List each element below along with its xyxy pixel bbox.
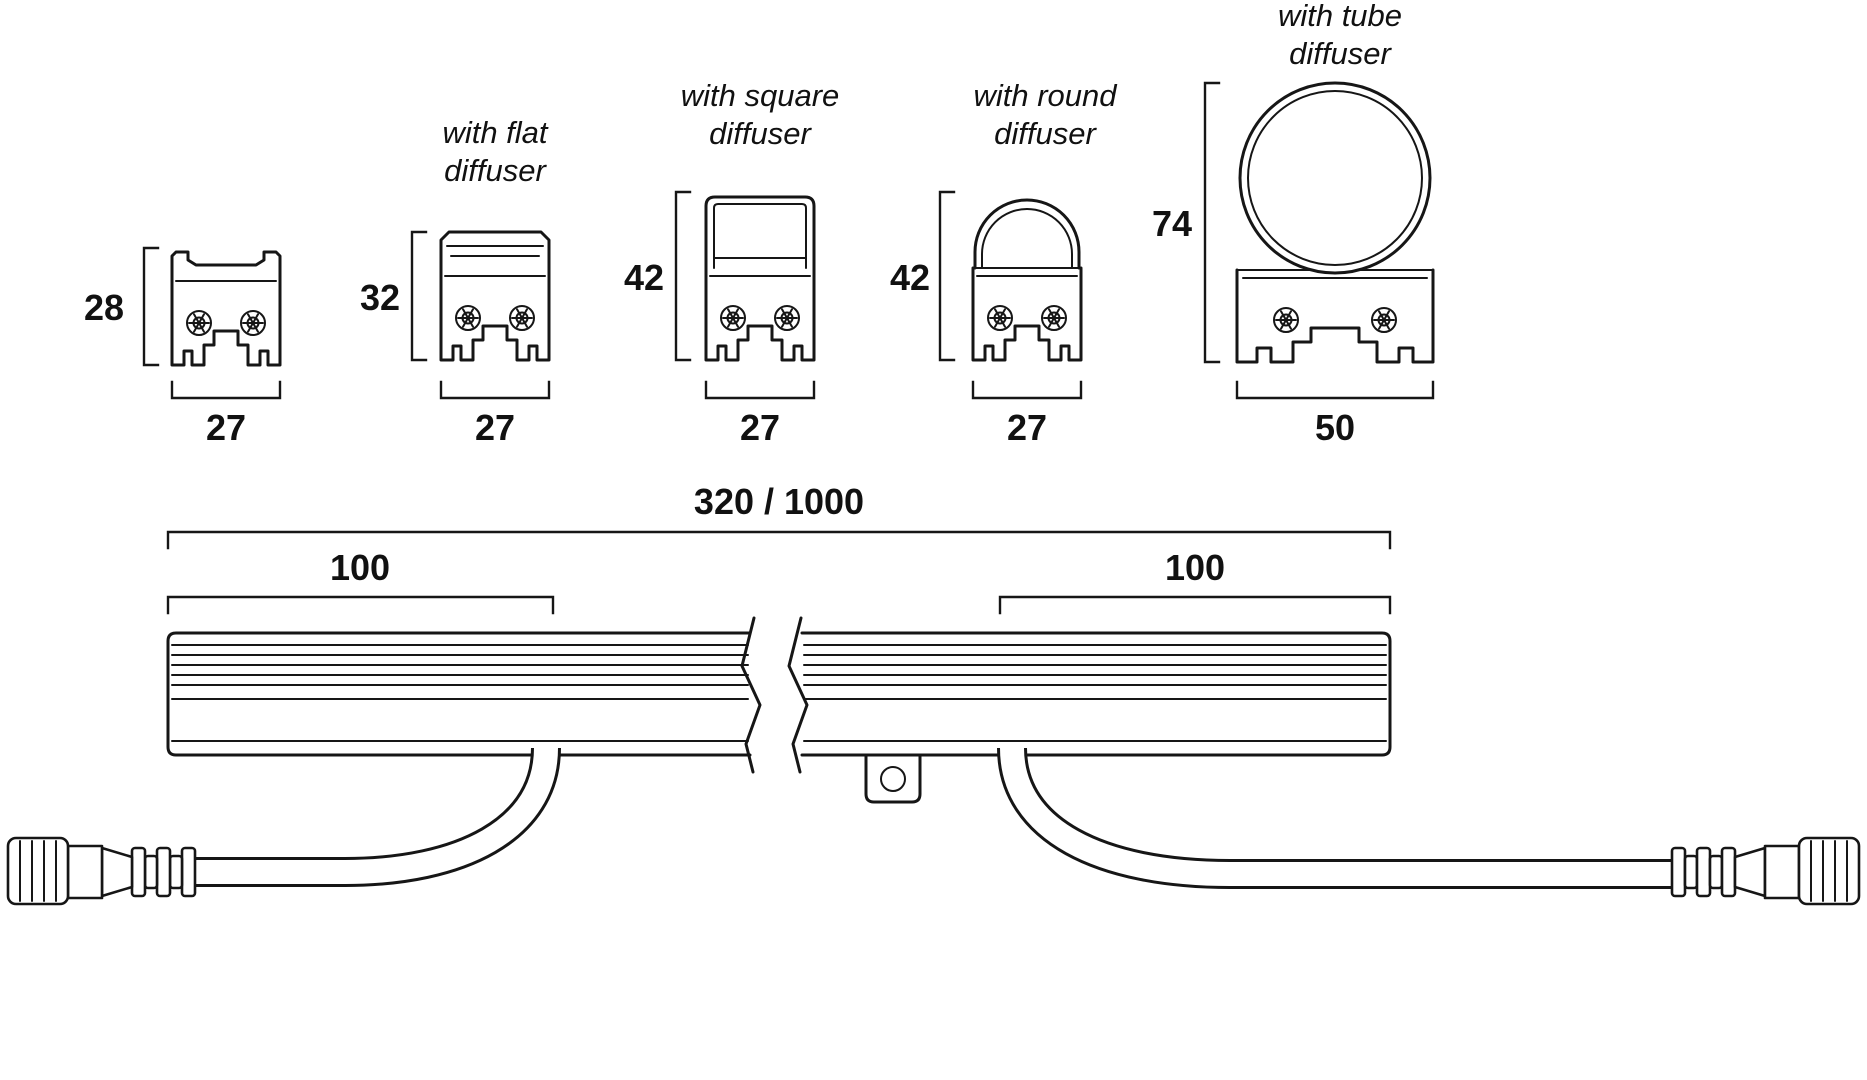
width-dim-bracket-tube (1235, 380, 1435, 400)
cable-right (997, 747, 1672, 889)
height-dim-bracket-round (938, 190, 956, 362)
connector-right (1670, 836, 1861, 906)
strain-relief-rib (130, 846, 147, 898)
profile-tube-outline (1237, 81, 1433, 362)
left-offset-bracket (166, 595, 555, 615)
mounting-bracket (864, 753, 922, 804)
width-dim-square: 27 (740, 407, 780, 448)
connector-cone (100, 846, 134, 898)
cable-left (196, 747, 561, 887)
connector-barrel (1763, 844, 1801, 900)
width-dim-bracket-bare (170, 380, 282, 400)
profile-label-square-line2: diffuser (709, 116, 812, 151)
width-dim-tube: 50 (1315, 407, 1355, 448)
height-dim-bracket-flat (410, 230, 428, 362)
profile-label-round-line1: with round (973, 78, 1118, 113)
strain-relief-rib (1708, 854, 1724, 890)
break-line-left (740, 616, 762, 774)
profile-label-square-line1: with square (681, 78, 840, 113)
profile-bare-outline (170, 250, 282, 365)
right-offset-dim: 100 (1165, 547, 1225, 588)
strain-relief-rib (168, 854, 184, 890)
right-offset-bracket (998, 595, 1392, 615)
profile-bare: 28 27 (84, 246, 282, 448)
height-dim-bracket-square (674, 190, 692, 362)
width-dim-bracket-flat (439, 380, 551, 400)
bracket-hole (880, 766, 906, 792)
profile-flat-outline (439, 230, 551, 360)
connector-barrel (66, 844, 104, 900)
overall-length-dim: 320 / 1000 (694, 481, 864, 522)
profile-label-flat-line1: with flat (442, 115, 548, 150)
height-dim-round: 42 (890, 257, 930, 298)
height-dim-bracket-tube (1203, 81, 1221, 364)
connector-cone (1733, 846, 1767, 898)
width-dim-round: 27 (1007, 407, 1047, 448)
bracket-outline (864, 753, 922, 804)
connector-left (6, 836, 197, 906)
luminaire-bar (166, 616, 1392, 774)
strain-relief-rib (1695, 846, 1712, 898)
profile-tube-diffuser: with tube diffuser 74 50 (1152, 0, 1433, 448)
break-line-right (787, 616, 809, 774)
profile-flat-diffuser: with flat diffuser 32 27 (360, 115, 551, 448)
height-dim-square: 42 (624, 257, 664, 298)
bar-right-segment (800, 631, 1392, 757)
connector-knurling (19, 840, 57, 902)
strain-relief-rib (143, 854, 159, 890)
profile-round-diffuser: with round diffuser 42 27 (890, 78, 1118, 448)
left-offset-dim: 100 (330, 547, 390, 588)
overall-length-bracket (166, 530, 1392, 550)
profile-label-tube-line1: with tube (1278, 0, 1402, 33)
connector-nut (1797, 836, 1861, 906)
profile-label-flat-line2: diffuser (444, 153, 547, 188)
profile-square-outline (704, 195, 816, 360)
profile-label-tube-line2: diffuser (1289, 36, 1392, 71)
strain-relief-rib (180, 846, 197, 898)
height-dim-flat: 32 (360, 277, 400, 318)
profile-label-round-line2: diffuser (994, 116, 1097, 151)
height-dim-bare: 28 (84, 287, 124, 328)
strain-relief-rib (1720, 846, 1737, 898)
strain-relief-rib (1670, 846, 1687, 898)
strain-relief-rib (155, 846, 172, 898)
width-dim-bracket-round (971, 380, 1083, 400)
bar-left-ribs (171, 644, 749, 742)
height-dim-tube: 74 (1152, 203, 1192, 244)
profile-round-outline (973, 198, 1081, 360)
width-dim-flat: 27 (475, 407, 515, 448)
profile-square-diffuser: with square diffuser 42 27 (624, 78, 839, 448)
bar-left-segment (166, 631, 752, 757)
width-dim-bare: 27 (206, 407, 246, 448)
bar-right-ribs (803, 644, 1387, 742)
connector-nut (6, 836, 70, 906)
connector-knurling (1810, 840, 1848, 902)
length-dimensions: 320 / 1000 100 100 (166, 481, 1392, 615)
strain-relief-rib (1683, 854, 1699, 890)
width-dim-bracket-square (704, 380, 816, 400)
height-dim-bracket-bare (142, 246, 160, 367)
